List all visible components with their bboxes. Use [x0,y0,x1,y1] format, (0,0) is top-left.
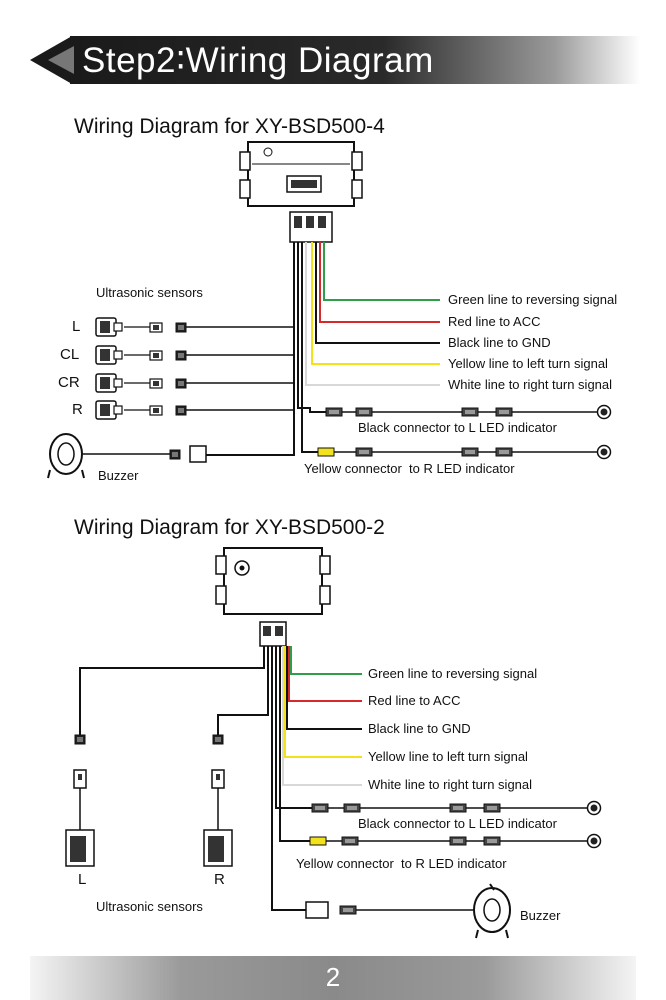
sensor-2-right [203,829,233,867]
banner-bar [70,36,640,84]
sensor-label-cr: CR [58,374,80,391]
diagram-2-heading: Wiring Diagram for XY-BSD500-2 [74,516,385,539]
wire-label-yellow: Yellow line to left turn signal [448,356,608,371]
yellow-connector-label-1: Yellow connector to R LED indicator [304,461,515,476]
harness-2 [79,646,362,911]
black-connector-label-2: Black connector to L LED indicator [358,816,557,831]
buzzer-label-1: Buzzer [98,468,139,483]
wire-label-black: Black line to GND [448,335,551,350]
wire-label-red: Red line to ACC [448,314,541,329]
sensor-2-left [65,829,95,867]
sensor2-label-l: L [78,871,87,888]
wire2-label-green: Green line to reversing signal [368,666,538,681]
arrow-highlight [48,46,74,74]
buzzer-label-2: Buzzer [520,908,561,923]
wire2-label-white: White line to right turn signal [368,777,533,792]
page-number: 2 [325,962,341,992]
wire2-label-yellow: Yellow line to left turn signal [368,749,528,764]
sensor-label-r: R [72,401,83,418]
harness-1 [205,242,440,456]
control-box-2 [215,547,331,647]
sensors-label-1: Ultrasonic sensors [96,285,203,300]
wire-label-green: Green line to reversing signal [448,292,618,307]
control-box-1 [239,141,363,243]
yellow-connector-label-2: Yellow connector to R LED indicator [296,856,507,871]
buzzer-1-icon [47,433,207,479]
sensor-label-l: L [72,318,81,335]
page-footer: 2 [30,956,636,1000]
sensor2-label-r: R [214,871,225,888]
diagram-1-heading: Wiring Diagram for XY-BSD500-4 [74,115,385,138]
black-connector-label-1: Black connector to L LED indicator [358,420,557,435]
buzzer-2-icon [305,883,511,939]
wire2-label-red: Red line to ACC [368,693,461,708]
sensors-label-2: Ultrasonic sensors [96,899,203,914]
banner-title: Step2∶Wiring Diagram [82,41,434,80]
wire-label-white: White line to right turn signal [448,377,613,392]
step-banner: Step2∶Wiring Diagram [30,36,640,84]
sensor-label-cl: CL [60,346,80,363]
wire2-label-black: Black line to GND [368,721,471,736]
